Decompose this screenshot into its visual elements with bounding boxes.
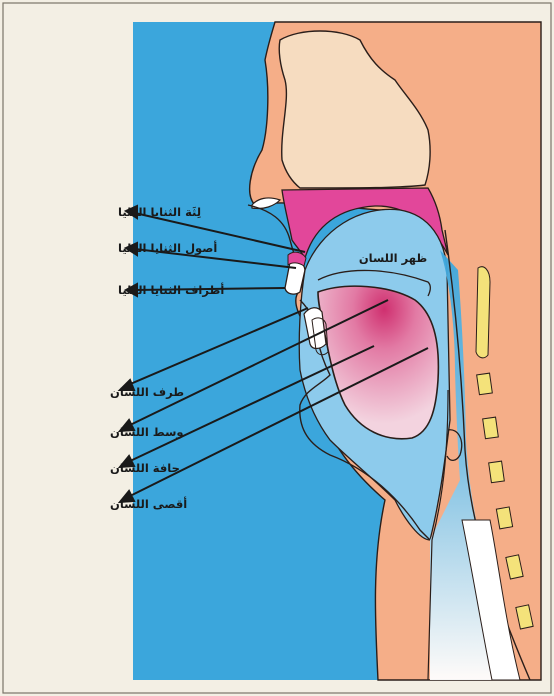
- label-tongue-middle: وسط اللسان: [110, 425, 184, 440]
- label-tongue-edge: حافة اللسان: [110, 461, 180, 475]
- label-tongue-back: ظهر اللسان: [359, 251, 428, 265]
- label-upper-incisors-tips: أطراف الثنايا العليا: [118, 282, 224, 297]
- label-tongue-tip: طرف اللسان: [110, 385, 184, 399]
- label-upper-incisors-roots: أصول الثنايا العليا: [118, 240, 217, 256]
- label-upper-incisors-gum: لِثَة الثنايا العليا: [118, 205, 201, 219]
- label-tongue-rear: أقصى اللسان: [110, 496, 187, 511]
